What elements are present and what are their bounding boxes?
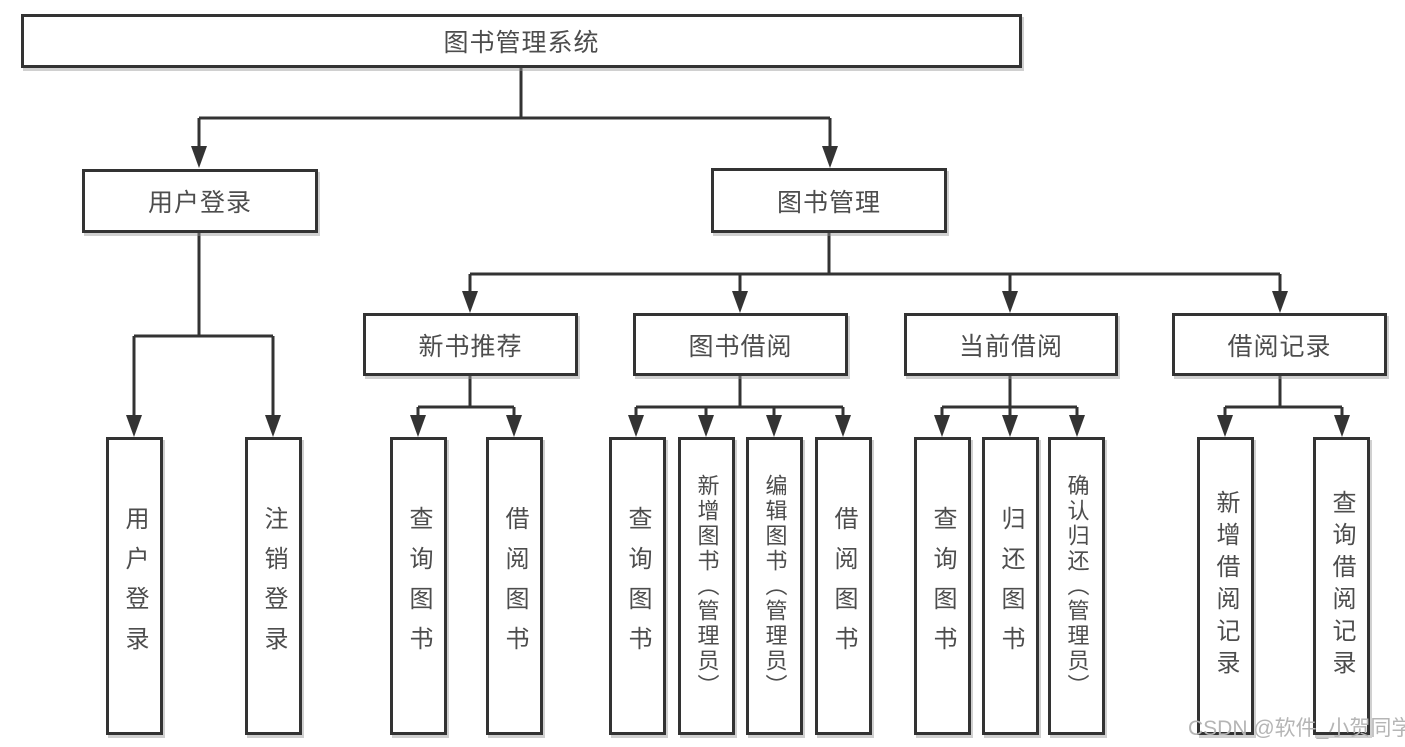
arrowheads xyxy=(126,146,1350,437)
node-new-book-recommend: 新书推荐 xyxy=(363,313,578,376)
leaf-label: 新增借阅记录 xyxy=(1212,490,1239,682)
node-label: 图书借阅 xyxy=(688,332,793,361)
leaf-query-books-3: 查询图书 xyxy=(914,437,971,735)
leaf-label: 查询借阅记录 xyxy=(1328,490,1355,682)
leaf-confirm-return-admin: 确认归还（管理员） xyxy=(1048,437,1105,735)
node-root-system: 图书管理系统 xyxy=(21,14,1022,68)
node-borrow-records: 借阅记录 xyxy=(1172,313,1387,376)
node-label: 用户登录 xyxy=(147,189,252,217)
leaf-user-login: 用户登录 xyxy=(106,437,163,735)
node-current-borrow: 当前借阅 xyxy=(904,313,1118,376)
csdn-watermark: CSDN @软件_小贺同学 xyxy=(1188,717,1405,740)
leaf-label: 查询图书 xyxy=(624,506,651,666)
leaf-label: 查询图书 xyxy=(929,506,956,666)
leaf-label: 编辑图书（管理员） xyxy=(762,473,788,699)
leaf-edit-books-admin: 编辑图书（管理员） xyxy=(746,437,803,735)
leaf-query-borrow-record: 查询借阅记录 xyxy=(1313,437,1370,735)
node-label: 借阅记录 xyxy=(1227,332,1332,361)
leaf-label: 归还图书 xyxy=(997,506,1024,666)
leaf-label: 查询图书 xyxy=(405,506,432,666)
leaf-label: 借阅图书 xyxy=(501,506,528,666)
node-label: 图书管理 xyxy=(776,188,881,217)
leaf-logout: 注销登录 xyxy=(245,437,302,735)
leaf-query-books-1: 查询图书 xyxy=(390,437,447,735)
leaf-label: 注销登录 xyxy=(260,506,287,666)
node-label: 新书推荐 xyxy=(418,332,523,361)
leaf-borrow-books-1: 借阅图书 xyxy=(486,437,543,735)
node-label: 图书管理系统 xyxy=(443,29,600,57)
node-user-login: 用户登录 xyxy=(82,169,318,233)
node-book-management: 图书管理 xyxy=(711,168,947,233)
node-label: 当前借阅 xyxy=(958,332,1063,361)
leaf-borrow-books-2: 借阅图书 xyxy=(815,437,872,735)
leaf-label: 新增图书（管理员） xyxy=(694,473,720,699)
leaf-add-borrow-record: 新增借阅记录 xyxy=(1197,437,1254,735)
leaf-label: 借阅图书 xyxy=(830,506,857,666)
leaf-add-books-admin: 新增图书（管理员） xyxy=(678,437,735,735)
leaf-label: 用户登录 xyxy=(121,506,148,666)
node-book-borrow: 图书借阅 xyxy=(633,313,848,376)
leaf-label: 确认归还（管理员） xyxy=(1064,473,1090,699)
leaf-query-books-2: 查询图书 xyxy=(609,437,666,735)
leaf-return-books: 归还图书 xyxy=(982,437,1039,735)
